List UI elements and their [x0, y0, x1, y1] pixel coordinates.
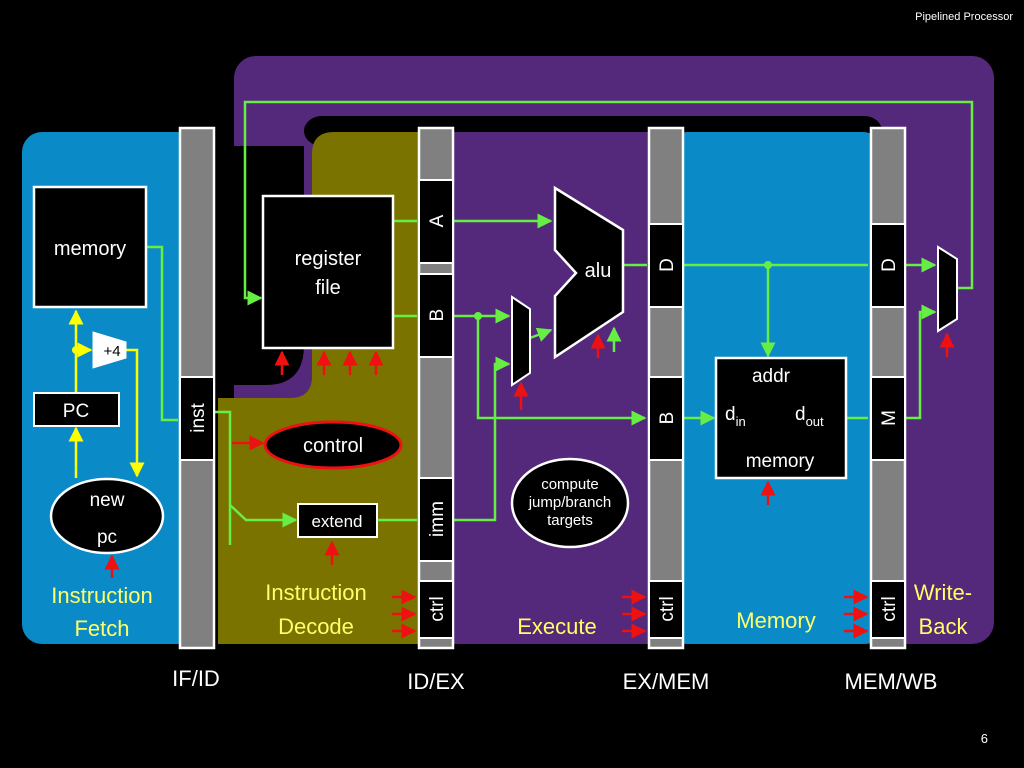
memory-stage-label: Memory — [736, 608, 815, 633]
mem-wb-ctrl-field — [870, 580, 906, 639]
ex-mem-ctrl-label: ctrl — [657, 596, 678, 621]
if-id-inst-field — [179, 376, 215, 461]
dout-main: d — [795, 404, 806, 425]
data-memory-addr-label: addr — [752, 366, 791, 387]
din-sub: in — [736, 414, 746, 429]
din-main: d — [725, 404, 736, 425]
d-junction-dot — [764, 261, 772, 269]
wb-m-to-mux — [905, 304, 937, 420]
alu-label: alu — [585, 260, 612, 282]
pc-register — [33, 392, 120, 427]
id-ex-a-field — [418, 179, 454, 264]
new-pc-label-2: pc — [97, 527, 117, 548]
dout-sub: out — [806, 414, 824, 429]
data-memory-dout-label: dout — [795, 404, 824, 429]
extend-label: extend — [311, 512, 362, 531]
mem-wb-m-field — [870, 376, 906, 461]
mem-wb-d-field — [870, 223, 906, 308]
register-file — [261, 194, 395, 350]
alu — [553, 185, 625, 360]
b-junction-dot — [474, 312, 482, 320]
id-ex-b-field — [418, 273, 454, 358]
execute-stage-label: Execute — [517, 614, 597, 639]
if-id-name: IF/ID — [172, 666, 220, 691]
plus4-adder — [92, 331, 127, 369]
page-number: 6 — [981, 731, 988, 746]
alu-mux — [511, 295, 531, 387]
instruction-memory — [32, 185, 148, 309]
imem-out-wire — [146, 245, 178, 422]
new-pc-node — [49, 477, 165, 555]
ex-mem-b-field — [648, 376, 684, 461]
data-memory-label: memory — [746, 451, 815, 472]
mem-wb-ctrl-label: ctrl — [879, 596, 900, 621]
id-ex-name: ID/EX — [407, 669, 465, 694]
register-file-label-2: file — [315, 277, 341, 299]
ex-mem-b-label: B — [657, 412, 678, 425]
execute-stage-bg — [435, 132, 667, 644]
compute-targets-label-3: targets — [547, 512, 593, 529]
mem-wb-m-label: M — [879, 410, 900, 426]
decode-stage-label-2: Decode — [278, 614, 354, 639]
ex-mem-d-field — [648, 223, 684, 308]
control-unit — [263, 420, 403, 470]
writeback-stage-label-1: Write- — [914, 580, 972, 605]
plus4-to-newpc-wire — [125, 348, 145, 478]
if-id-inst-label: inst — [188, 403, 209, 433]
control-label: control — [303, 435, 363, 457]
mem-wb-name: MEM/WB — [845, 669, 938, 694]
ex-mem-name: EX/MEM — [623, 669, 710, 694]
mux-to-alu-wire — [529, 327, 553, 342]
compute-targets-label-1: compute — [541, 476, 599, 493]
id-ex-ctrl-field — [418, 580, 454, 639]
extend-in-wire — [229, 504, 298, 528]
slide-header: Pipelined Processor — [915, 11, 1013, 23]
inst-out-wire — [214, 410, 232, 545]
writeback-wire — [243, 100, 974, 306]
mem-wb-d-label: D — [879, 258, 900, 272]
data-memory — [714, 356, 848, 480]
new-pc-label-1: new — [90, 490, 125, 511]
id-ex-imm-field — [418, 477, 454, 562]
pc-junction-dot — [72, 346, 80, 354]
data-memory-din-label: din — [725, 404, 746, 429]
ex-mem-ctrl-field — [648, 580, 684, 639]
plus4-label: +4 — [103, 343, 120, 360]
compute-targets-node — [510, 457, 630, 549]
writeback-mux — [937, 245, 958, 333]
id-ex-imm-label: imm — [427, 501, 448, 537]
register-file-label-1: register — [295, 248, 362, 270]
id-ex-ctrl-label: ctrl — [427, 596, 448, 621]
id-ex-a-label: A — [427, 214, 448, 227]
decode-stage-label-1: Instruction — [265, 580, 367, 605]
id-ex-b-label: B — [427, 309, 448, 322]
imm-to-mux-wire — [453, 356, 511, 522]
b-forward-wire — [476, 316, 647, 426]
compute-targets-label-2: jump/branch — [528, 494, 612, 511]
sign-extend — [297, 503, 378, 538]
fetch-stage-label-1: Instruction — [51, 583, 153, 608]
ex-mem-d-label: D — [657, 258, 678, 272]
instruction-memory-label: memory — [54, 238, 126, 260]
fetch-stage-label-2: Fetch — [74, 616, 129, 641]
writeback-stage-label-2: Back — [919, 614, 969, 639]
pc-label: PC — [63, 401, 89, 422]
